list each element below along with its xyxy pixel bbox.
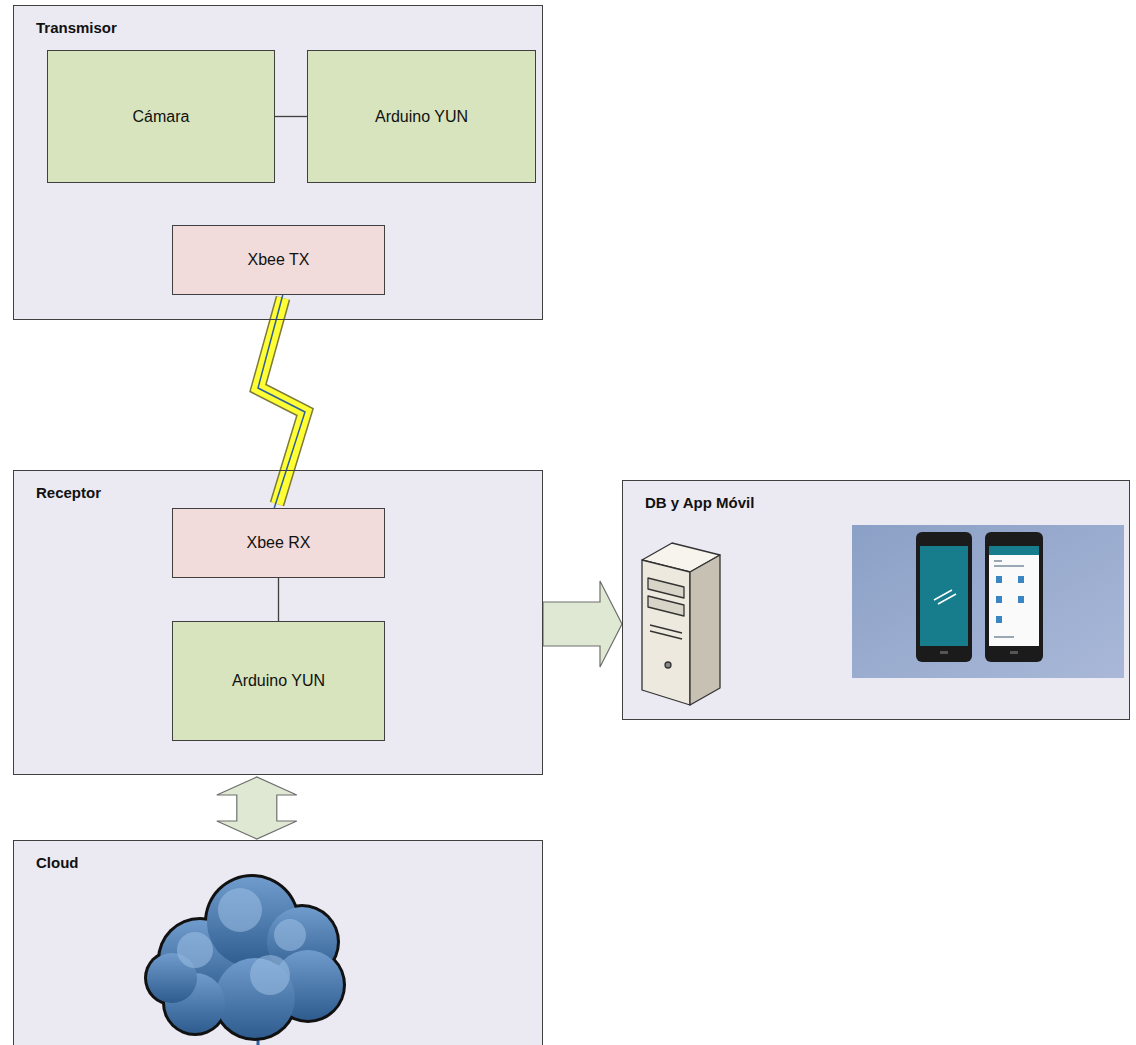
group-heading: DB y App Móvil (645, 494, 754, 511)
group-heading: Transmisor (36, 19, 117, 36)
app-logo (934, 590, 956, 604)
receiver-group: ReceptorXbee RX Arduino YUN (13, 470, 543, 775)
box-label: Xbee RX (246, 534, 310, 552)
app-line (994, 565, 1024, 567)
server-app-group: DB y App Móvil (622, 480, 1130, 720)
group-heading: Cloud (36, 854, 79, 871)
bolt-outline (258, 298, 305, 504)
cloud-puff (250, 955, 290, 995)
app-icon (1018, 576, 1024, 583)
app-icon (996, 616, 1002, 623)
cloud-puff (218, 888, 262, 932)
transmitter-group: TransmisorCámara Arduino YUN Xbee TX (13, 5, 543, 320)
cloud-group: Cloud (13, 840, 543, 1045)
cloud-outline (144, 874, 346, 1041)
app-line (994, 636, 1014, 638)
phone-body (985, 532, 1043, 662)
group-heading: Receptor (36, 484, 101, 501)
box-fill (622, 480, 1130, 720)
app-header (989, 546, 1039, 555)
bolt-fill (258, 298, 305, 504)
box-fill (13, 840, 543, 1045)
lightning-bolt (258, 298, 305, 504)
server-side (690, 555, 720, 705)
app-icon (996, 576, 1002, 583)
phone-picture (852, 525, 1124, 678)
box-fill (172, 225, 385, 295)
connector-line (275, 116, 307, 117)
box-fill (172, 508, 385, 578)
board-box: Arduino YUN (307, 50, 536, 183)
app-icon (1018, 596, 1024, 603)
box-fill (172, 621, 385, 741)
box-label: Cámara (133, 108, 190, 126)
connector-line (258, 295, 305, 508)
phone-screen (989, 546, 1039, 646)
cloud-puff (274, 919, 306, 951)
radio-box: Xbee TX (172, 225, 385, 295)
app-tiles (994, 560, 1024, 638)
camera-box: Cámara (47, 50, 275, 183)
server-icon (642, 543, 720, 705)
box-fill (13, 470, 543, 775)
board-box: Arduino YUN (172, 621, 385, 741)
server-button (665, 662, 671, 668)
block-arrow (543, 581, 622, 667)
box-label: Arduino YUN (375, 108, 468, 126)
radio-box: Xbee RX (172, 508, 385, 578)
picture-ground (852, 525, 1124, 678)
app-line (994, 560, 1002, 562)
box-fill (13, 5, 543, 320)
cloud-icon (144, 874, 346, 1045)
box-fill (307, 50, 536, 183)
box-label: Xbee TX (248, 251, 310, 269)
app-icon (996, 596, 1002, 603)
cloud-body (147, 877, 343, 1038)
block-arrow (217, 777, 297, 839)
phone-button (1010, 651, 1018, 654)
server-front (642, 560, 690, 705)
cloud-highlight (177, 888, 306, 995)
phone-body (916, 532, 972, 662)
cloud-puff (177, 932, 213, 968)
server-bay (648, 596, 684, 616)
server-bay (648, 578, 684, 598)
box-fill (47, 50, 275, 183)
box-label: Arduino YUN (232, 672, 325, 690)
phone-screen (920, 546, 968, 646)
phone-button (940, 651, 948, 654)
connector-line (278, 578, 279, 621)
server-slot (650, 631, 682, 639)
